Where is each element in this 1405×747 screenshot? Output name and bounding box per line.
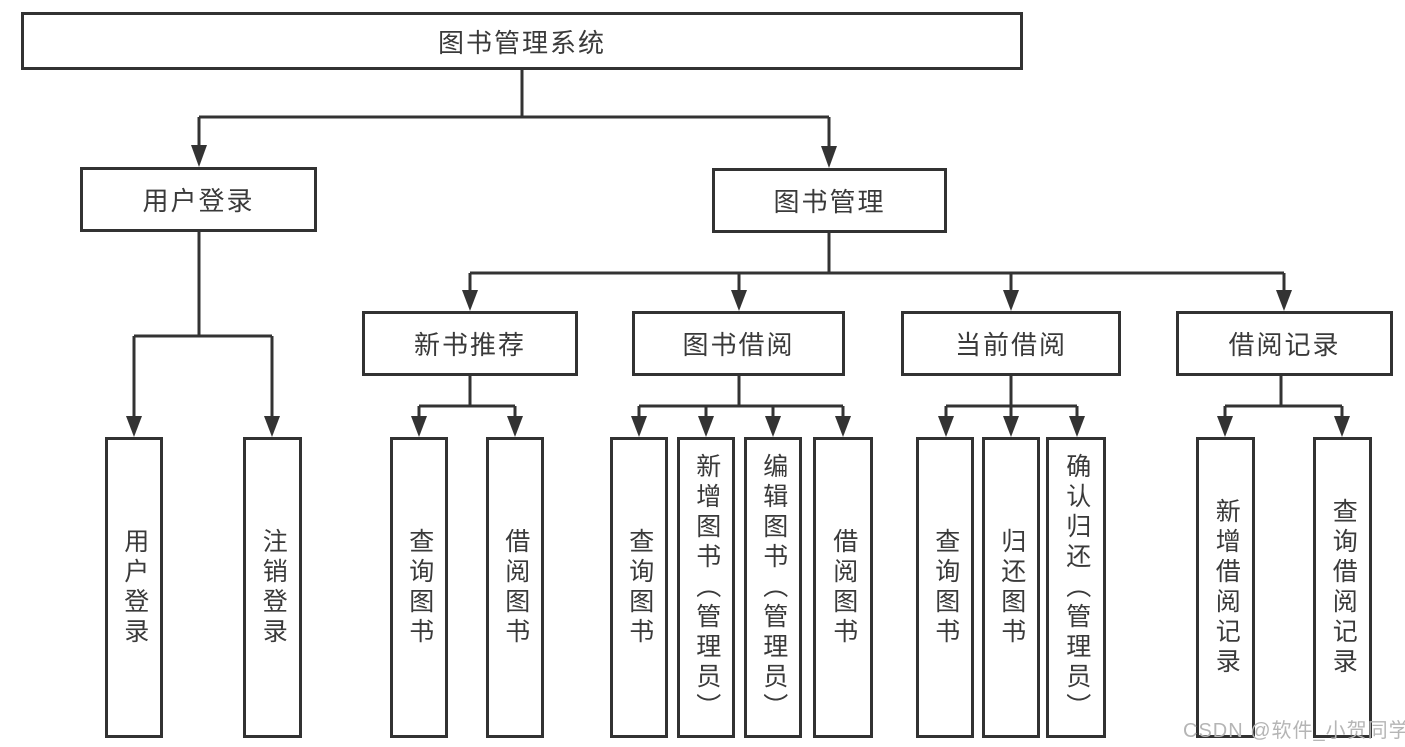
leaf-borrowing-borrow-books: 借阅图书	[813, 437, 873, 738]
node-book-borrowing: 图书借阅	[632, 311, 845, 376]
leaf-current-confirm-return-admin: 确认归还（管理员）	[1046, 437, 1106, 738]
leaf-logout: 注销登录	[243, 437, 302, 738]
node-current-borrowing: 当前借阅	[901, 311, 1121, 376]
leaf-newbook-borrow-books: 借阅图书	[486, 437, 544, 738]
leaf-current-return-books: 归还图书	[982, 437, 1040, 738]
node-root-system: 图书管理系统	[21, 12, 1023, 70]
leaf-borrowing-add-books-admin: 新增图书（管理员）	[677, 437, 735, 738]
csdn-watermark: CSDN @软件_小贺同学	[1183, 720, 1405, 742]
leaf-current-query-books: 查询图书	[916, 437, 974, 738]
node-borrowing-records: 借阅记录	[1176, 311, 1393, 376]
leaf-borrowing-query-books: 查询图书	[610, 437, 668, 738]
node-user-login: 用户登录	[80, 167, 317, 232]
arrowhead-icons	[126, 145, 1350, 437]
leaf-records-query-borrow-record: 查询借阅记录	[1313, 437, 1372, 738]
node-new-book-recommend: 新书推荐	[362, 311, 578, 376]
leaf-newbook-query-books: 查询图书	[390, 437, 448, 738]
node-book-management: 图书管理	[712, 168, 947, 233]
leaf-user-login: 用户登录	[105, 437, 163, 738]
leaf-borrowing-edit-books-admin: 编辑图书（管理员）	[744, 437, 802, 738]
leaf-records-add-borrow-record: 新增借阅记录	[1196, 437, 1255, 738]
